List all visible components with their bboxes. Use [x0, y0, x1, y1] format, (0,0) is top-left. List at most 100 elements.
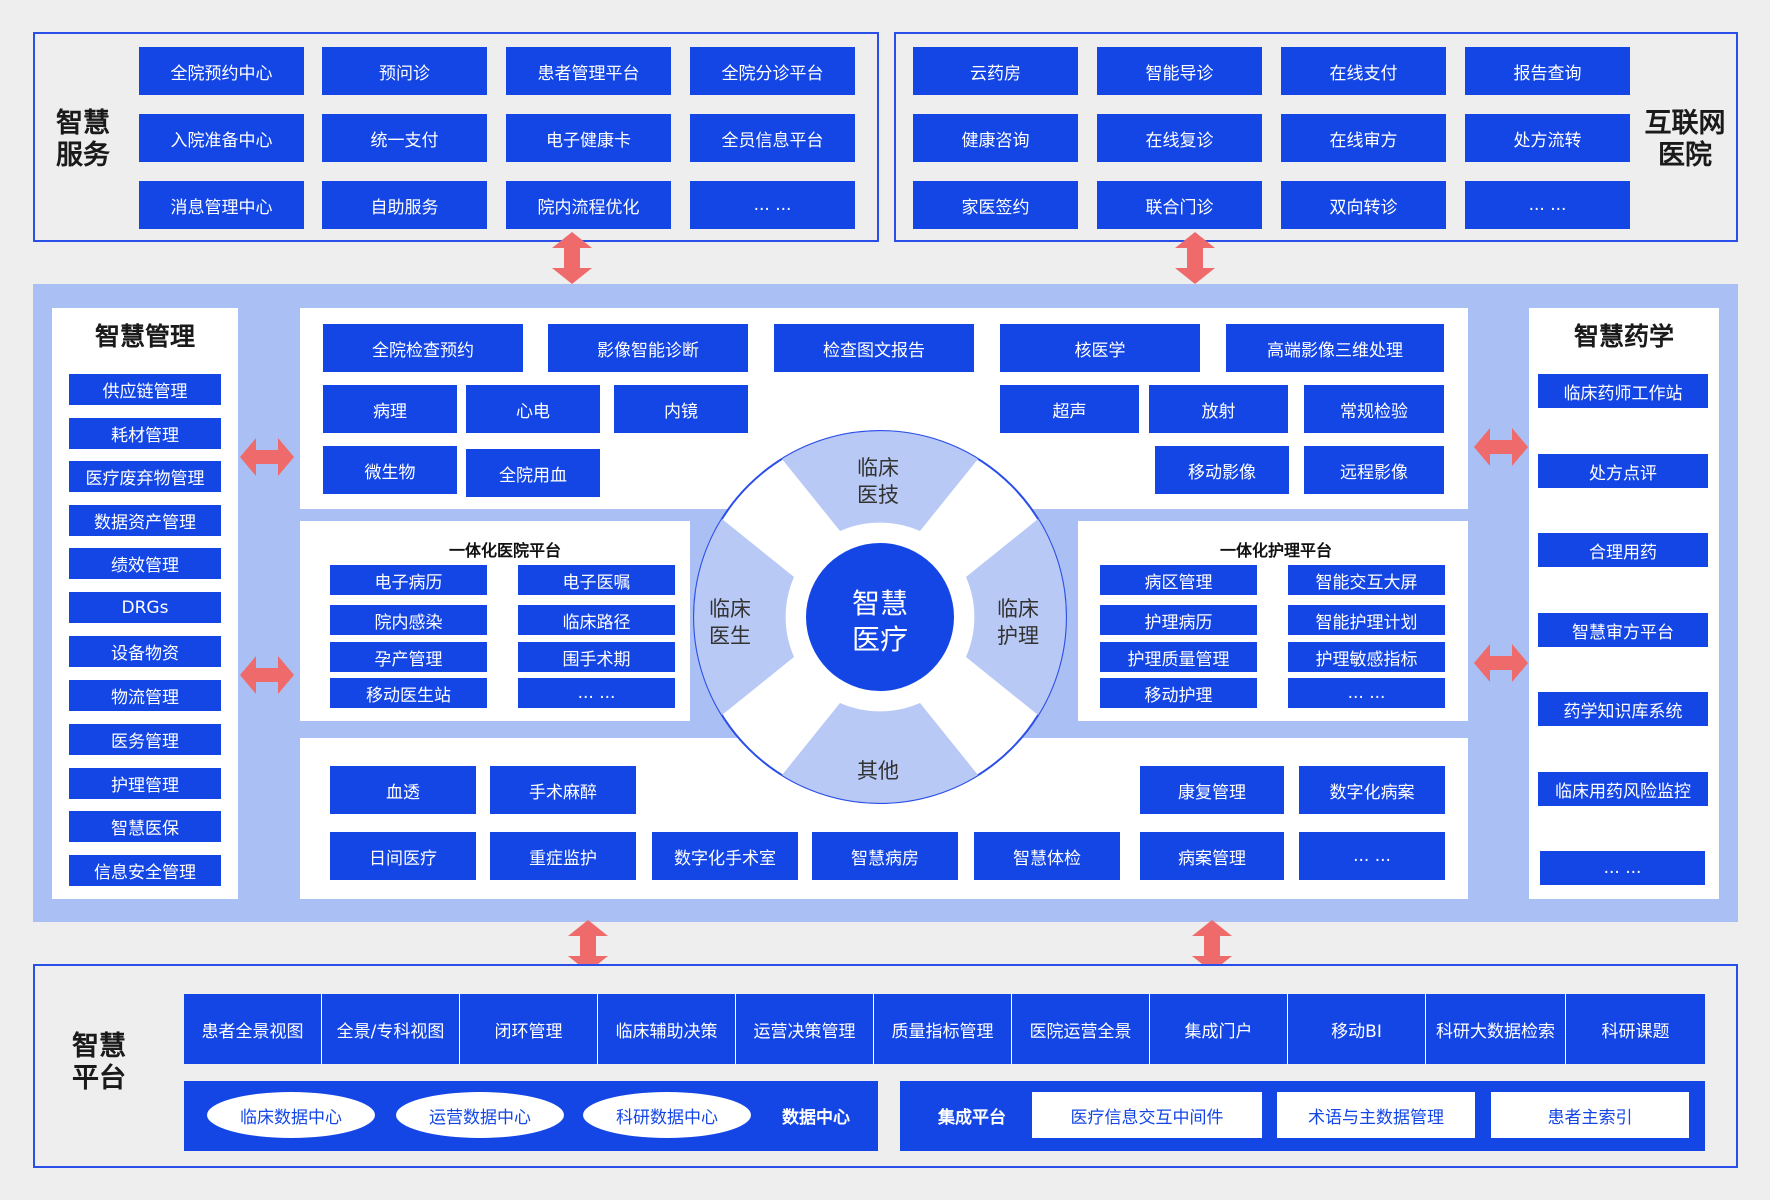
service-item[interactable]: 院内流程优化: [506, 181, 671, 229]
internet-item[interactable]: ... ...: [1465, 181, 1630, 229]
internet-item[interactable]: 云药房: [913, 47, 1078, 95]
other-item[interactable]: 血透: [330, 766, 476, 814]
tech-item[interactable]: 远程影像: [1304, 446, 1444, 494]
other-item[interactable]: 数字化手术室: [652, 832, 798, 880]
pharmacy-item[interactable]: 临床药师工作站: [1538, 374, 1708, 408]
hospital-platform-item[interactable]: 孕产管理: [330, 642, 487, 672]
internet-item[interactable]: 处方流转: [1465, 114, 1630, 162]
tech-item[interactable]: 病理: [323, 385, 457, 433]
management-item[interactable]: 绩效管理: [69, 548, 221, 579]
tech-item[interactable]: 高端影像三维处理: [1226, 324, 1444, 372]
platform-function-item[interactable]: 患者全景视图: [184, 994, 322, 1064]
tech-item[interactable]: 常规检验: [1304, 385, 1444, 433]
service-item[interactable]: 全院预约中心: [139, 47, 304, 95]
management-item[interactable]: 护理管理: [69, 768, 221, 799]
internet-item[interactable]: 联合门诊: [1097, 181, 1262, 229]
service-item[interactable]: 全员信息平台: [690, 114, 855, 162]
integration-item[interactable]: 患者主索引: [1491, 1092, 1689, 1138]
nursing-platform-item[interactable]: 护理敏感指标: [1288, 642, 1445, 672]
nursing-platform-item[interactable]: 移动护理: [1100, 678, 1257, 708]
research-data-center[interactable]: 科研数据中心: [583, 1092, 751, 1138]
other-item[interactable]: 数字化病案: [1299, 766, 1445, 814]
management-item[interactable]: 信息安全管理: [69, 855, 221, 886]
clinical-data-center[interactable]: 临床数据中心: [207, 1092, 375, 1138]
nursing-platform-item[interactable]: 病区管理: [1100, 565, 1257, 595]
other-item[interactable]: ... ...: [1299, 832, 1445, 880]
internet-item[interactable]: 在线支付: [1281, 47, 1446, 95]
hospital-platform-item[interactable]: 围手术期: [518, 642, 675, 672]
platform-function-item[interactable]: 临床辅助决策: [598, 994, 736, 1064]
tech-item[interactable]: 放射: [1149, 385, 1288, 433]
tech-item[interactable]: 内镜: [614, 385, 748, 433]
hospital-platform-item[interactable]: 电子病历: [330, 565, 487, 595]
internet-item[interactable]: 报告查询: [1465, 47, 1630, 95]
other-item[interactable]: 日间医疗: [330, 832, 476, 880]
pharmacy-item[interactable]: 合理用药: [1538, 533, 1708, 567]
pharmacy-item[interactable]: 处方点评: [1538, 454, 1708, 488]
nursing-platform-item[interactable]: 护理质量管理: [1100, 642, 1257, 672]
management-item[interactable]: 智慧医保: [69, 811, 221, 842]
hospital-platform-item[interactable]: 院内感染: [330, 605, 487, 635]
platform-function-item[interactable]: 科研课题: [1601, 1021, 1670, 1042]
platform-function-item[interactable]: 科研大数据检索: [1426, 994, 1566, 1064]
service-item[interactable]: 全院分诊平台: [690, 47, 855, 95]
tech-item[interactable]: 核医学: [1000, 324, 1200, 372]
platform-function-item[interactable]: 运营决策管理: [736, 994, 874, 1064]
service-item[interactable]: ... ...: [690, 181, 855, 229]
internet-item[interactable]: 双向转诊: [1281, 181, 1446, 229]
other-item[interactable]: 康复管理: [1140, 766, 1284, 814]
other-item[interactable]: 手术麻醉: [490, 766, 636, 814]
tech-item[interactable]: 全院用血: [466, 449, 600, 497]
hospital-platform-item[interactable]: 临床路径: [518, 605, 675, 635]
nursing-platform-item[interactable]: 护理病历: [1100, 605, 1257, 635]
pharmacy-item[interactable]: ... ...: [1540, 851, 1705, 885]
management-item[interactable]: 物流管理: [69, 680, 221, 711]
operation-data-center[interactable]: 运营数据中心: [396, 1092, 564, 1138]
tech-item[interactable]: 检查图文报告: [774, 324, 974, 372]
nursing-platform-item[interactable]: 智能交互大屏: [1288, 565, 1445, 595]
other-item[interactable]: 重症监护: [490, 832, 636, 880]
tech-item[interactable]: 移动影像: [1155, 446, 1289, 494]
internet-item[interactable]: 健康咨询: [913, 114, 1078, 162]
management-item[interactable]: 供应链管理: [69, 374, 221, 405]
service-item[interactable]: 入院准备中心: [139, 114, 304, 162]
other-item[interactable]: 智慧体检: [974, 832, 1120, 880]
tech-item[interactable]: 影像智能诊断: [548, 324, 748, 372]
other-item[interactable]: 病案管理: [1140, 832, 1284, 880]
other-item[interactable]: 智慧病房: [812, 832, 958, 880]
hospital-platform-item[interactable]: ... ...: [518, 678, 675, 708]
tech-item[interactable]: 超声: [1000, 385, 1139, 433]
management-item[interactable]: 设备物资: [69, 636, 221, 667]
pharmacy-item[interactable]: 智慧审方平台: [1538, 613, 1708, 647]
internet-item[interactable]: 智能导诊: [1097, 47, 1262, 95]
pharmacy-item[interactable]: 药学知识库系统: [1538, 692, 1708, 726]
integration-item[interactable]: 医疗信息交互中间件: [1032, 1092, 1262, 1138]
platform-function-item[interactable]: 闭环管理: [460, 994, 598, 1064]
pharmacy-item[interactable]: 临床用药风险监控: [1538, 772, 1708, 806]
hospital-platform-item[interactable]: 移动医生站: [330, 678, 487, 708]
integration-item[interactable]: 术语与主数据管理: [1277, 1092, 1475, 1138]
internet-item[interactable]: 在线复诊: [1097, 114, 1262, 162]
nursing-platform-item[interactable]: ... ...: [1288, 678, 1445, 708]
management-item[interactable]: 医务管理: [69, 724, 221, 755]
management-item[interactable]: 耗材管理: [69, 418, 221, 449]
internet-item[interactable]: 家医签约: [913, 181, 1078, 229]
management-item[interactable]: DRGs: [69, 592, 221, 623]
platform-function-item[interactable]: 全景/专科视图: [322, 994, 460, 1064]
tech-item[interactable]: 全院检查预约: [323, 324, 523, 372]
internet-item[interactable]: 在线审方: [1281, 114, 1446, 162]
service-item[interactable]: 统一支付: [322, 114, 487, 162]
platform-function-item[interactable]: 集成门户: [1150, 994, 1288, 1064]
platform-function-item[interactable]: 医院运营全景: [1012, 994, 1150, 1064]
service-item[interactable]: 预问诊: [322, 47, 487, 95]
service-item[interactable]: 消息管理中心: [139, 181, 304, 229]
management-item[interactable]: 医疗废弃物管理: [69, 461, 221, 492]
management-item[interactable]: 数据资产管理: [69, 505, 221, 536]
nursing-platform-item[interactable]: 智能护理计划: [1288, 605, 1445, 635]
platform-function-item[interactable]: 移动BI: [1288, 994, 1426, 1064]
service-item[interactable]: 患者管理平台: [506, 47, 671, 95]
platform-function-item[interactable]: 质量指标管理: [874, 994, 1012, 1064]
hospital-platform-item[interactable]: 电子医嘱: [518, 565, 675, 595]
service-item[interactable]: 电子健康卡: [506, 114, 671, 162]
tech-item[interactable]: 心电: [466, 385, 600, 433]
